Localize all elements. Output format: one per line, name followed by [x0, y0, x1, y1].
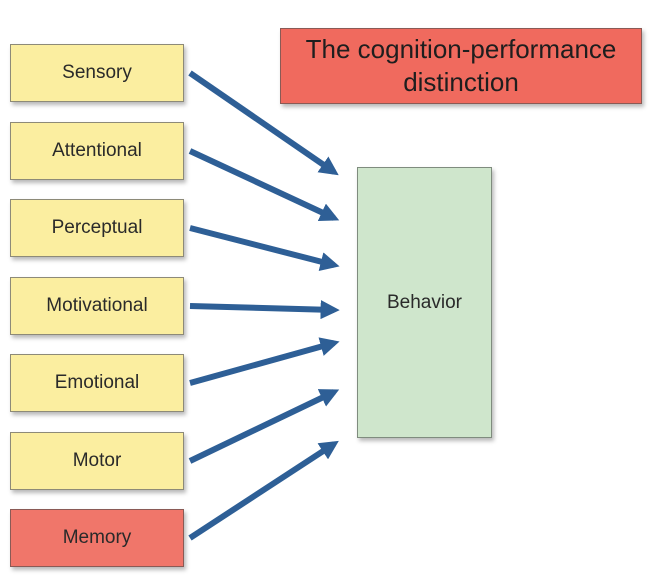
- arrow-motivational-to-behavior: [189, 300, 340, 320]
- behavior-label: Behavior: [387, 292, 462, 313]
- factor-motor: Motor: [10, 432, 184, 490]
- factor-sensory: Sensory: [10, 44, 184, 102]
- diagram-title-text: The cognition-performance distinction: [305, 34, 617, 97]
- factor-perceptual: Perceptual: [10, 199, 184, 257]
- arrow-sensory-to-behavior: [188, 70, 339, 176]
- arrow-motor-to-behavior: [188, 389, 340, 464]
- factor-label: Memory: [62, 527, 132, 548]
- arrow-emotional-to-behavior: [189, 337, 340, 386]
- factor-label: Motor: [72, 450, 122, 471]
- arrow-group: [188, 70, 340, 541]
- factor-emotional: Emotional: [10, 354, 184, 412]
- factor-attentional: Attentional: [10, 122, 184, 180]
- arrow-attentional-to-behavior: [188, 148, 340, 222]
- factor-label: Motivational: [46, 295, 148, 316]
- behavior-box: Behavior: [357, 167, 492, 438]
- factor-label: Emotional: [54, 372, 140, 393]
- arrow-perceptual-to-behavior: [189, 225, 340, 271]
- diagram-title: The cognition-performance distinction: [280, 28, 642, 104]
- arrow-memory-to-behavior: [188, 440, 339, 541]
- factor-label: Sensory: [62, 62, 132, 83]
- factor-label: Perceptual: [51, 217, 143, 238]
- factor-label: Attentional: [52, 140, 142, 161]
- factor-memory: Memory: [10, 509, 184, 567]
- factor-motivational: Motivational: [10, 277, 184, 335]
